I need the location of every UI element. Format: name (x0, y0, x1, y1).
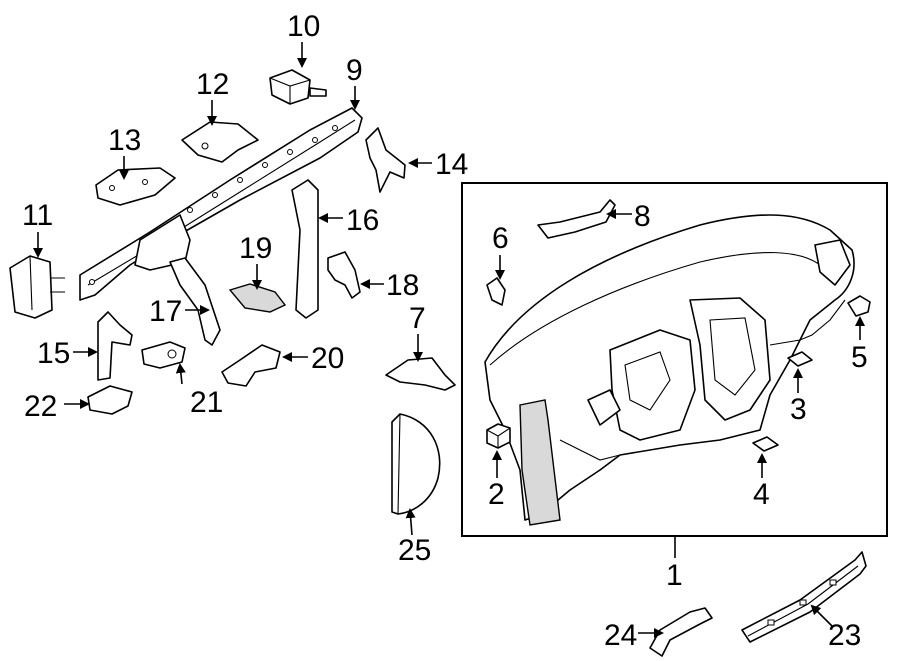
callout-8: 8 (634, 200, 651, 233)
callout-20: 20 (311, 342, 344, 375)
part-2-clip (486, 423, 511, 449)
part-17-brace (169, 257, 221, 346)
callout-22: 22 (24, 390, 57, 423)
part-24-bracket (649, 607, 713, 657)
callout-2: 2 (488, 478, 505, 511)
part-3-clip (787, 351, 813, 367)
callout-6: 6 (492, 222, 509, 255)
part-8-bracket (537, 199, 616, 239)
part-25-cover (391, 413, 441, 515)
callout-5: 5 (851, 341, 868, 374)
callout-9: 9 (346, 54, 363, 87)
part-6-clip (486, 277, 506, 306)
callout-4: 4 (753, 478, 770, 511)
callout-12: 12 (196, 68, 229, 101)
part-15-bracket (97, 311, 133, 381)
callout-16: 16 (346, 204, 379, 237)
part-1-instrument-panel (484, 214, 855, 526)
callout-21: 21 (190, 386, 223, 419)
part-23-rail (741, 551, 867, 643)
part-18-bracket (327, 251, 361, 299)
leader-23 (810, 604, 833, 627)
callout-25: 25 (398, 534, 431, 567)
part-11-bracket (9, 255, 65, 319)
part-20-bracket (221, 344, 281, 387)
part-19-pad (228, 283, 287, 313)
callout-7: 7 (409, 302, 426, 335)
part-7-bracket (385, 357, 456, 391)
leader-21 (175, 363, 186, 385)
part-9-cross-car-beam (79, 107, 363, 301)
part-21-bracket (141, 341, 186, 369)
callout-11: 11 (22, 199, 53, 232)
part-10-module (269, 69, 327, 105)
part-16-brace (291, 179, 319, 319)
callout-15: 15 (37, 337, 70, 370)
callout-23: 23 (828, 619, 861, 652)
callout-19: 19 (239, 232, 272, 265)
callout-17: 17 (149, 295, 182, 328)
callout-24: 24 (604, 619, 637, 652)
part-4-clip (752, 436, 779, 452)
leader-25 (405, 508, 416, 536)
callout-10: 10 (287, 10, 320, 43)
callout-1: 1 (666, 559, 683, 592)
part-5-clip (847, 295, 871, 317)
callout-3: 3 (790, 393, 807, 426)
part-14-bracket (365, 127, 406, 193)
part-22-clip (87, 385, 133, 415)
callout-18: 18 (386, 269, 419, 302)
callout-14: 14 (435, 148, 468, 181)
part-13-bracket (95, 167, 176, 206)
part-12-plate (181, 121, 259, 163)
callout-13: 13 (108, 124, 141, 157)
